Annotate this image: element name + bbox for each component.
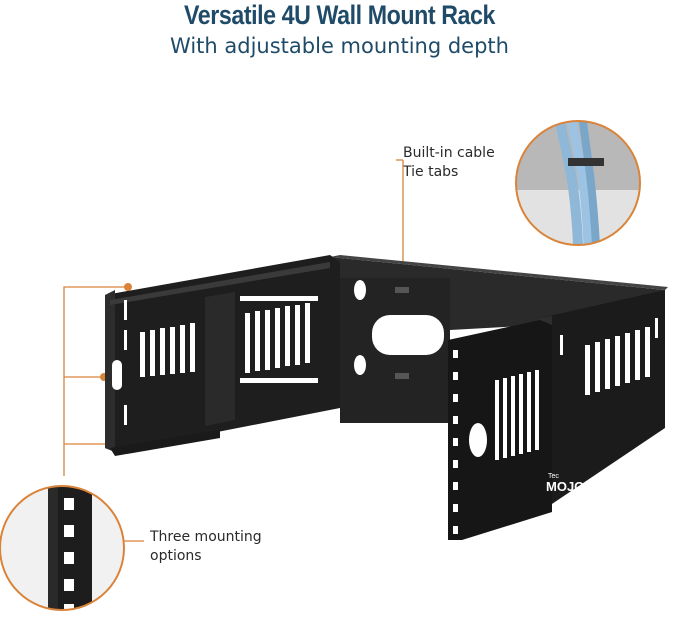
cable-tie-callout-line1: Built-in cable xyxy=(403,145,495,161)
product-subtitle: With adjustable mounting depth xyxy=(170,34,509,58)
cable-tie-callout-line2: Tie tabs xyxy=(403,164,459,180)
logo-big: MOJO xyxy=(546,479,584,494)
cable-tie-callout: Built-in cable Tie tabs xyxy=(403,144,495,182)
product-title: Versatile 4U Wall Mount Rack xyxy=(184,0,495,30)
mounting-rail-zoom-circle xyxy=(0,485,125,611)
rack-right-panel: Tec MOJO xyxy=(448,290,665,540)
right-front-vents xyxy=(469,370,539,460)
mounting-callout-line2: options xyxy=(150,548,202,564)
left-panel-vents xyxy=(140,303,310,377)
logo-small: Tec xyxy=(548,473,559,480)
rack-left-panel xyxy=(105,255,340,456)
right-rail-holes xyxy=(453,350,458,534)
mounting-callout: Three mounting options xyxy=(150,528,262,566)
mounting-callout-line1: Three mounting xyxy=(150,529,262,545)
cable-tie-zoom-circle xyxy=(515,120,641,246)
tec-mojo-logo: Tec MOJO xyxy=(546,473,584,494)
